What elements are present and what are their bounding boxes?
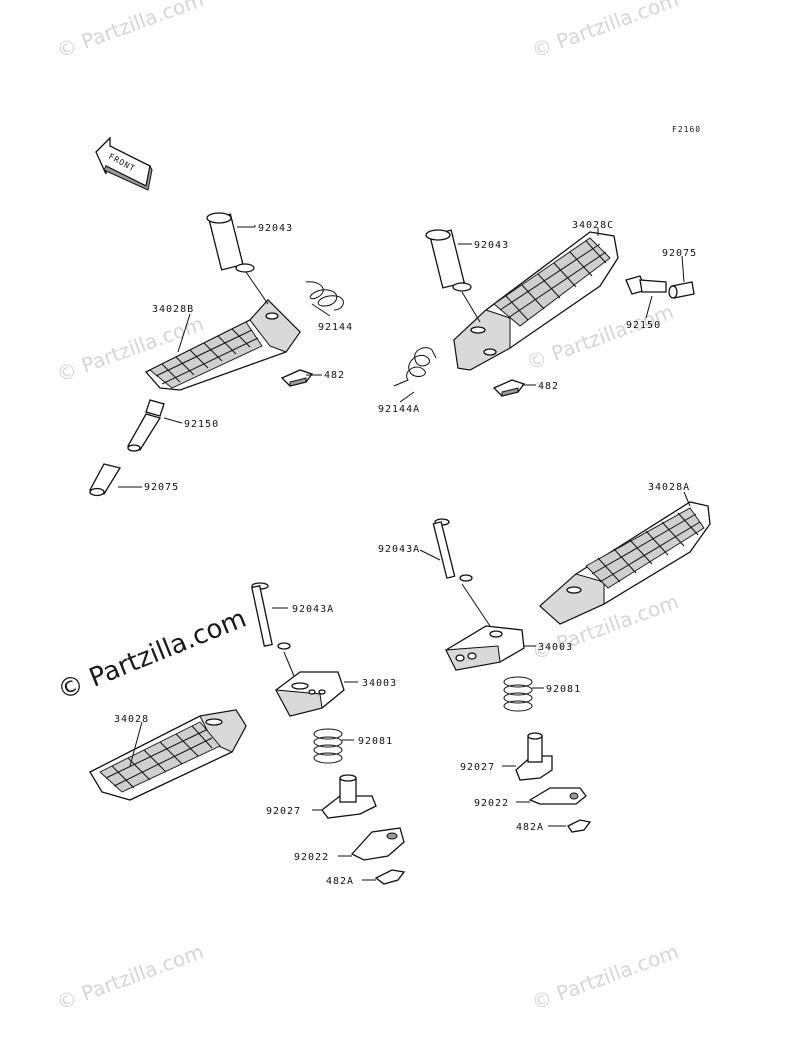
watermark: © Partzilla.com: [529, 0, 682, 63]
pin-92043A-right: [432, 518, 473, 582]
footpeg-34028: [89, 709, 247, 801]
watermark: © Partzilla.com: [54, 0, 207, 63]
left-rear-footpeg-group: 92043A 34003 34028 92081 92027 92022 482…: [89, 582, 406, 887]
label-34028A: 34028A: [648, 482, 690, 493]
bracket-34003-right: [445, 625, 525, 671]
label-92075: 92075: [144, 482, 179, 493]
front-arrow-icon: FRONT: [95, 136, 153, 191]
pin-92043-left: [206, 212, 255, 273]
watermark-layer: © Partzilla.com © Partzilla.com © Partzi…: [53, 0, 681, 1015]
label-482A: 482A: [326, 876, 354, 887]
label-92144A: 92144A: [378, 404, 420, 415]
diagram-code: F2160: [672, 125, 701, 134]
label-92027: 92027: [460, 762, 495, 773]
cap-92075-right: [668, 281, 695, 299]
label-92150: 92150: [626, 320, 661, 331]
label-92022: 92022: [474, 798, 509, 809]
plunger-92027-left: [321, 774, 377, 819]
spring-92081-left: [313, 728, 343, 764]
watermark: © Partzilla.com: [54, 939, 207, 1014]
cap-92075-left: [89, 463, 122, 497]
clip-482-left: [280, 369, 314, 387]
bolt-92150-left: [127, 399, 165, 452]
clip-482-right: [492, 379, 526, 397]
spring-92081-right: [503, 676, 533, 712]
left-front-footpeg-group: 92043 34028B 92144 482 92150 92075: [89, 212, 353, 497]
label-34028: 34028: [114, 714, 149, 725]
plunger-92027-right: [515, 732, 553, 781]
footpeg-34028B: [144, 299, 301, 391]
bolt-92150-right: [625, 275, 667, 295]
label-92027: 92027: [266, 806, 301, 817]
clip-482A-right: [567, 819, 592, 833]
label-92075: 92075: [662, 248, 697, 259]
watermark-main: © Partzilla.com: [53, 604, 250, 707]
label-482: 482: [324, 370, 345, 381]
label-92022: 92022: [294, 852, 329, 863]
watermark: © Partzilla.com: [529, 939, 682, 1014]
label-92150: 92150: [184, 419, 219, 430]
label-34003: 34003: [362, 678, 397, 689]
label-92081: 92081: [358, 736, 393, 747]
label-34028B: 34028B: [152, 304, 194, 315]
spring-92144A: [393, 347, 437, 387]
label-92144: 92144: [318, 322, 353, 333]
label-482: 482: [538, 381, 559, 392]
label-34003: 34003: [538, 642, 573, 653]
right-front-footpeg-group: 92043 34028C 92075 92150 92144A 482: [378, 220, 697, 415]
label-92043: 92043: [474, 240, 509, 251]
stopper-92022-left: [350, 827, 405, 861]
footpeg-34028C: [453, 231, 619, 371]
pin-92043-right: [425, 229, 472, 292]
label-92043A: 92043A: [378, 544, 420, 555]
spring-92144: [305, 281, 344, 311]
pin-92043A-left: [251, 582, 291, 650]
label-92043A: 92043A: [292, 604, 334, 615]
label-34028C: 34028C: [572, 220, 614, 231]
footpeg-34028A: [539, 501, 711, 625]
label-92043: 92043: [258, 223, 293, 234]
clip-482A-left: [374, 869, 406, 885]
right-rear-footpeg-group: 34028A 92043A 34003 92081 92027 92022 48…: [378, 482, 711, 833]
bracket-34003-left: [275, 671, 345, 717]
label-92081: 92081: [546, 684, 581, 695]
stopper-92022-right: [528, 787, 587, 805]
label-482A: 482A: [516, 822, 544, 833]
